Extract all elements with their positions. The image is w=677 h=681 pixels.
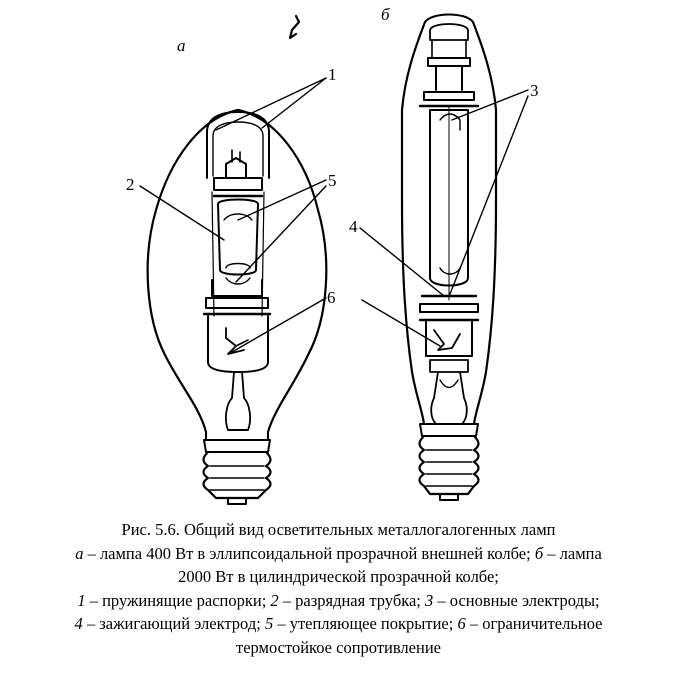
caption-line-6: термостойкое сопротивление — [236, 637, 441, 657]
caption-line-3: 2000 Вт в цилиндрической прозрачной колб… — [178, 567, 499, 586]
caption-t1: – пружинящие распорки; — [85, 590, 271, 610]
callout-6: 6 — [327, 288, 336, 307]
caption-a-text: – лампа 400 Вт в эллипсоидальной прозрач… — [83, 543, 535, 563]
callout-2: 2 — [126, 175, 135, 194]
caption-t2: – разрядная трубка; — [278, 590, 426, 610]
caption-n2: 2 — [270, 590, 279, 610]
caption-n5: 5 — [264, 614, 274, 633]
panel-label-b: б — [381, 5, 390, 24]
caption-title: Рис. 5.6. Общий вид осветительных металл… — [121, 520, 556, 539]
callout-5: 5 — [328, 171, 337, 190]
lamp-b — [400, 13, 498, 501]
caption-line-4: 1 – пружинящие распорки; 2 – разрядная т… — [0, 589, 677, 613]
callout-leaders — [139, 77, 529, 353]
caption-line-2: а – лампа 400 Вт в эллипсоидальной прозр… — [0, 542, 677, 566]
panel-label-a: а — [177, 36, 186, 55]
caption-n1: 1 — [77, 590, 86, 610]
caption-b-text: – лампа — [543, 543, 602, 563]
lamp-illustration: а б 1 2 3 4 5 6 — [126, 5, 539, 505]
caption-t5: – утепляющее покрытие; — [273, 614, 458, 633]
caption-t4: – зажигающий электрод; — [82, 614, 265, 633]
caption-n4: 4 — [74, 614, 83, 633]
caption-b: б — [534, 543, 544, 563]
callout-4: 4 — [349, 217, 358, 236]
caption-line-5: 4 – зажигающий электрод; 5 – утепляющее … — [0, 612, 677, 636]
stray-mark — [288, 14, 301, 40]
lamp-a — [146, 108, 328, 505]
caption-a: а — [75, 543, 84, 563]
callout-3: 3 — [530, 81, 539, 100]
figure-caption: Рис. 5.6. Общий вид осветительных металл… — [0, 518, 677, 659]
caption-t3: – основные электроды; — [433, 590, 600, 610]
caption-t6: – ограничительное — [465, 614, 603, 633]
caption-n6: 6 — [457, 614, 466, 633]
caption-n3: 3 — [425, 590, 434, 610]
callout-1: 1 — [328, 65, 337, 84]
